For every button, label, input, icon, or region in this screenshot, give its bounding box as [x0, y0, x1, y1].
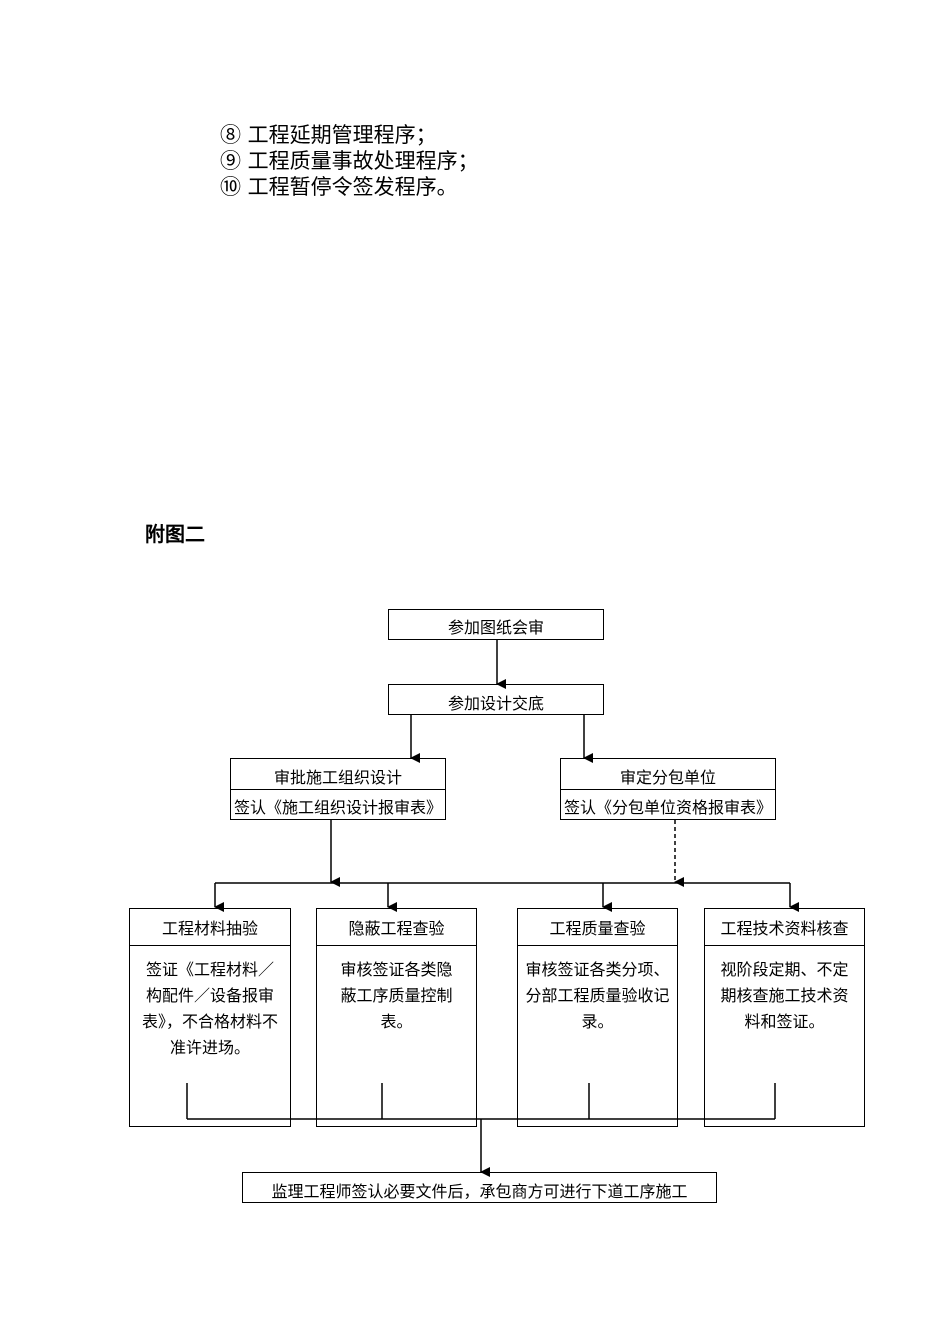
- list-item: ⑩ 工程暂停令签发程序。: [220, 175, 458, 199]
- final-step-box: 监理工程师签认必要文件后，承包商方可进行下道工序施工: [242, 1172, 717, 1203]
- org-design-title: 审批施工组织设计: [273, 768, 402, 787]
- procedure-list: ⑧ 工程延期管理程序； ⑨ 工程质量事故处理程序； ⑩ 工程暂停令签发程序。: [220, 122, 479, 200]
- review-drawings-box: 参加图纸会审: [388, 609, 604, 640]
- technical-check-divider: [705, 945, 864, 946]
- quality-check-box: 工程质量查验 审核签证各类分项、分部工程质量验收记录。: [517, 908, 678, 1127]
- quality-check-text: 审核签证各类分项、分部工程质量验收记录。: [525, 960, 670, 1031]
- materials-check-divider: [130, 945, 290, 946]
- subcontractor-box: 审定分包单位 签认《分包单位资格报审表》: [560, 758, 776, 820]
- figure-title: 附图二: [145, 522, 205, 546]
- concealed-check-title: 隐蔽工程查验: [348, 919, 445, 938]
- final-step-label: 监理工程师签认必要文件后，承包商方可进行下道工序施工: [271, 1182, 688, 1201]
- materials-check-title: 工程材料抽验: [161, 919, 258, 938]
- technical-check-text: 视阶段定期、不定期核查施工技术资料和签证。: [720, 960, 849, 1031]
- org-design-divider: [231, 789, 445, 790]
- technical-check-box: 工程技术资料核查 视阶段定期、不定期核查施工技术资料和签证。: [704, 908, 865, 1127]
- subcontractor-divider: [561, 789, 775, 790]
- concealed-check-text: 审核签证各类隐蔽工序质量控制表。: [340, 960, 453, 1031]
- review-drawings-label: 参加图纸会审: [447, 618, 544, 637]
- materials-check-text: 签证《工程材料／构配件／设备报审表》，不合格材料不准许进场。: [141, 960, 278, 1057]
- technical-check-title: 工程技术资料核查: [720, 919, 849, 938]
- concealed-check-box: 隐蔽工程查验 审核签证各类隐蔽工序质量控制表。: [316, 908, 477, 1127]
- list-item: ⑧ 工程延期管理程序；: [220, 123, 437, 147]
- org-design-box: 审批施工组织设计 签认《施工组织设计报审表》: [230, 758, 446, 820]
- list-item: ⑨ 工程质量事故处理程序；: [220, 149, 479, 173]
- concealed-check-divider: [317, 945, 476, 946]
- subcontractor-title: 审定分包单位: [619, 768, 716, 787]
- subcontractor-note: 签认《分包单位资格报审表》: [563, 798, 772, 817]
- design-disclosure-label: 参加设计交底: [447, 694, 544, 713]
- org-design-note: 签认《施工组织设计报审表》: [233, 798, 442, 817]
- quality-check-title: 工程质量查验: [549, 919, 646, 938]
- quality-check-divider: [518, 945, 677, 946]
- materials-check-box: 工程材料抽验 签证《工程材料／构配件／设备报审表》，不合格材料不准许进场。: [129, 908, 291, 1127]
- design-disclosure-box: 参加设计交底: [388, 684, 604, 715]
